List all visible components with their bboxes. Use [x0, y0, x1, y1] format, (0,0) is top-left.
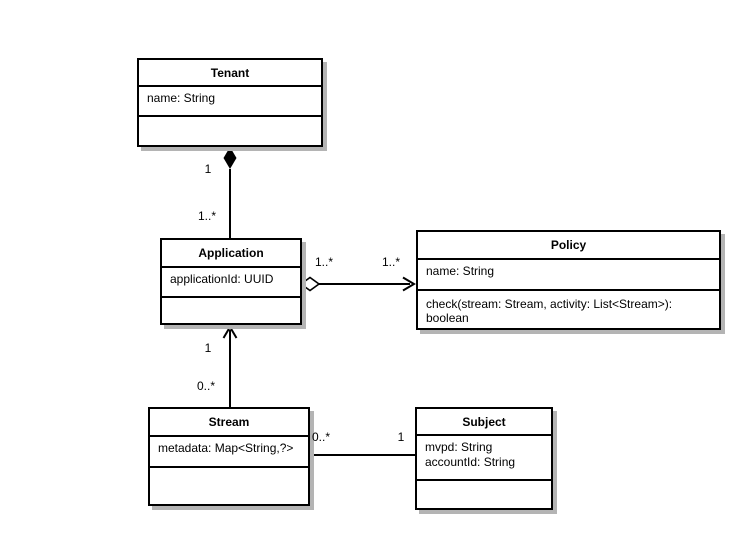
attributes-compartment: applicationId: UUID — [162, 268, 300, 298]
multiplicity-stream-end: 0..* — [312, 430, 331, 444]
attribute: accountId: String — [425, 455, 516, 469]
attributes-compartment: metadata: Map<String,?> — [150, 437, 308, 468]
multiplicity-policy-end: 1..* — [381, 255, 400, 269]
methods-compartment — [150, 468, 308, 504]
class-title: Tenant — [139, 60, 321, 87]
method: check(stream: Stream, activity: List<Str… — [426, 297, 673, 325]
arrowhead-icon — [222, 325, 238, 339]
composition-connector-tenant-application — [223, 147, 237, 238]
arrowhead-icon — [402, 276, 416, 292]
attribute: metadata: Map<String,?> — [158, 441, 294, 455]
methods-compartment — [417, 481, 551, 508]
attribute: name: String — [426, 264, 495, 278]
multiplicity-tenant-end: 1 — [204, 162, 212, 176]
class-title: Policy — [418, 232, 719, 260]
aggregation-connector-application-policy — [299, 276, 416, 292]
multiplicity-application-end: 1 — [204, 341, 212, 355]
multiplicity-stream-end: 0..* — [196, 379, 215, 393]
class-policy: Policy name: String check(stream: Stream… — [416, 230, 721, 330]
attributes-compartment: name: String — [139, 87, 321, 117]
attributes-compartment: mvpd: String accountId: String — [417, 436, 551, 481]
multiplicity-application-end: 1..* — [314, 255, 333, 269]
multiplicity-application-end: 1..* — [197, 209, 216, 223]
class-title: Application — [162, 240, 300, 268]
methods-compartment: check(stream: Stream, activity: List<Str… — [418, 291, 719, 328]
methods-compartment — [139, 117, 321, 145]
class-stream: Stream metadata: Map<String,?> — [148, 407, 310, 506]
attribute: mvpd: String — [425, 440, 493, 454]
class-tenant: Tenant name: String — [137, 58, 323, 147]
methods-compartment — [162, 298, 300, 323]
class-title: Subject — [417, 409, 551, 436]
class-application: Application applicationId: UUID — [160, 238, 302, 325]
aggregation-diamond-icon — [299, 276, 321, 292]
composition-diamond-icon — [223, 147, 237, 169]
class-subject: Subject mvpd: String accountId: String — [415, 407, 553, 510]
multiplicity-subject-end: 1 — [397, 430, 405, 444]
attribute: name: String — [147, 91, 216, 105]
association-connector-stream-application — [222, 325, 238, 407]
attributes-compartment: name: String — [418, 260, 719, 291]
attribute: applicationId: UUID — [170, 272, 274, 286]
class-title: Stream — [150, 409, 308, 437]
